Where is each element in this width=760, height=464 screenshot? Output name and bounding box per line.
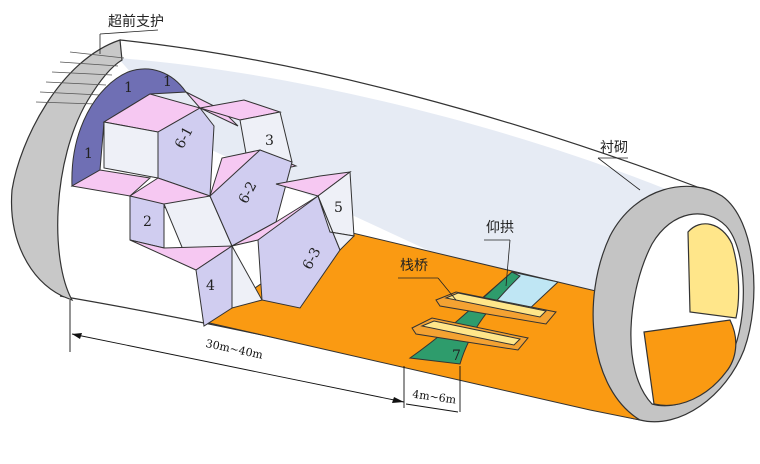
- invert-label: 仰拱: [486, 220, 514, 236]
- block-upper-front: [103, 121, 159, 179]
- tunnel-outer-ring: [10, 39, 123, 302]
- trestle-bridge: [411, 291, 557, 351]
- lining-ring: [592, 185, 755, 423]
- block-bottom-front: [231, 244, 263, 309]
- lining-inner-floor: [643, 319, 737, 406]
- block-1-top-right-label: 1: [163, 74, 172, 90]
- bench-blocks: [70, 91, 356, 327]
- block-6-2-face: [209, 149, 293, 247]
- block-6-3-right: [317, 195, 356, 251]
- bench-length-dimension: 30m~40m: [205, 337, 265, 362]
- advance-support-hatch: [35, 51, 125, 105]
- dimension-lines: [69, 300, 461, 413]
- advance-support-label: 超前支护: [108, 13, 164, 30]
- bridge-beam-lower-top: [420, 320, 522, 346]
- block-1-left: [70, 169, 152, 197]
- block-7-label: 7: [452, 348, 461, 364]
- lining-label: 衬砌: [600, 140, 628, 156]
- block-1-top-left-label: 1: [124, 80, 133, 96]
- block-2-label: 2: [143, 214, 152, 230]
- block-1-left-label: 1: [84, 146, 93, 162]
- trestle-bridge-label: 栈桥: [400, 258, 428, 274]
- block-6-1-face: [157, 107, 215, 197]
- dimension-arrowheads: [72, 333, 404, 403]
- block-3-label: 3: [265, 133, 274, 149]
- block-4-label: 4: [206, 278, 215, 294]
- invert-gap-dimension: 4m~6m: [411, 388, 457, 407]
- tunnel-top-edge: [119, 39, 701, 189]
- block-6-3-face: [257, 195, 341, 309]
- block-5-label: 5: [334, 200, 343, 216]
- lining-inner-wall: [687, 223, 740, 319]
- bridge-beam-upper-top: [444, 292, 548, 318]
- leader-lines: [99, 29, 641, 301]
